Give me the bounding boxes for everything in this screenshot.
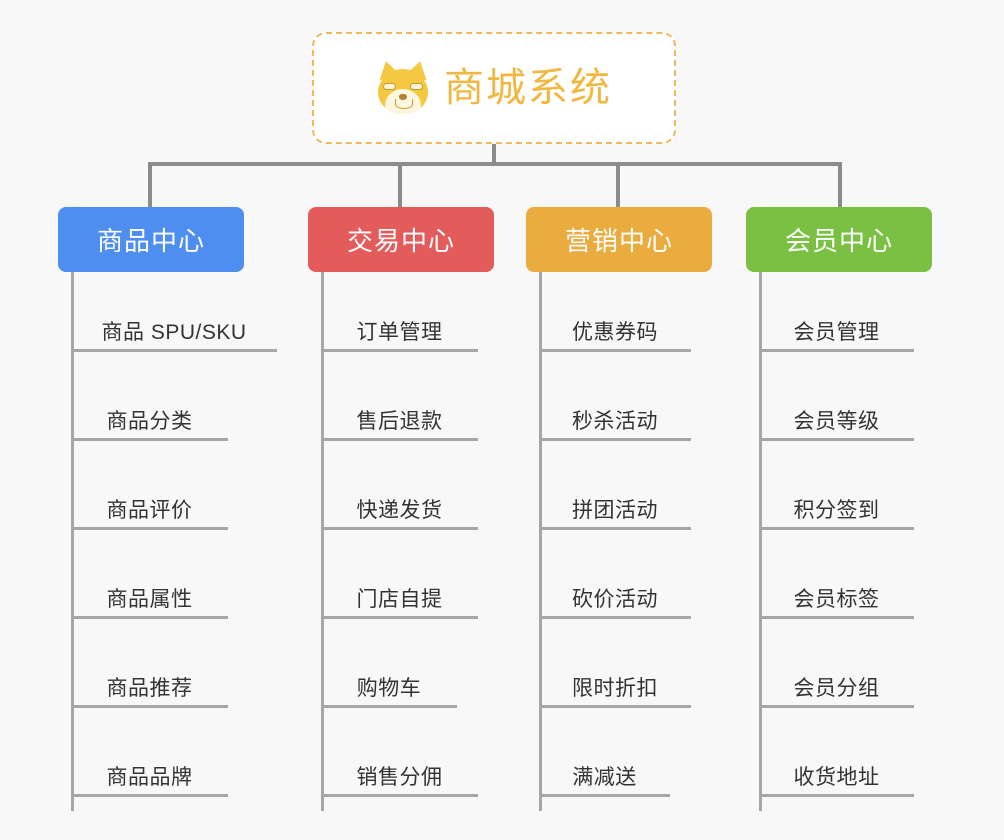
leaf-label: 商品推荐 <box>106 677 193 700</box>
branch-header-交易中心[interactable]: 交易中心 <box>308 207 494 272</box>
branch-header-会员中心[interactable]: 会员中心 <box>746 207 932 272</box>
leaf-label: 拼团活动 <box>572 499 658 522</box>
leaf-label: 积分签到 <box>793 499 880 522</box>
connector-root-stem <box>492 144 496 166</box>
branch-title: 会员中心 <box>784 226 893 256</box>
connector-drop-branch-2 <box>398 162 402 207</box>
leaf-label: 收货地址 <box>793 766 880 789</box>
leaf-underline <box>759 705 914 708</box>
shiba-dog-face-icon <box>375 58 431 115</box>
leaf-underline <box>71 794 228 797</box>
leaf-label: 售后退款 <box>356 410 443 433</box>
leaf-underline <box>321 527 478 530</box>
leaf-label: 满减送 <box>572 766 637 789</box>
leaf-underline <box>71 527 228 530</box>
leaf-underline <box>759 616 914 619</box>
branch-header-商品中心[interactable]: 商品中心 <box>58 207 244 272</box>
leaf-underline <box>321 349 478 352</box>
leaf-label: 快递发货 <box>356 499 443 522</box>
leaf-rail-branch-4 <box>759 272 762 811</box>
leaf-underline <box>759 438 914 441</box>
leaf-underline <box>759 349 914 352</box>
leaf-underline <box>539 616 691 619</box>
leaf-label: 会员管理 <box>793 321 880 344</box>
connector-drop-branch-4 <box>838 162 842 207</box>
branch-title: 商品中心 <box>96 226 205 256</box>
connector-drop-branch-1 <box>148 162 152 207</box>
branch-title: 营销中心 <box>564 226 673 256</box>
leaf-label: 商品品牌 <box>106 766 193 789</box>
leaf-label: 销售分佣 <box>356 766 443 789</box>
leaf-underline <box>539 349 691 352</box>
leaf-underline <box>71 705 228 708</box>
leaf-underline <box>321 616 478 619</box>
leaf-underline <box>759 527 914 530</box>
leaf-underline <box>539 527 691 530</box>
leaf-underline <box>321 705 457 708</box>
leaf-label: 秒杀活动 <box>572 410 658 433</box>
leaf-underline <box>539 794 670 797</box>
leaf-label: 优惠券码 <box>572 321 658 344</box>
leaf-rail-branch-2 <box>321 272 324 811</box>
leaf-underline <box>71 438 228 441</box>
leaf-label: 商品属性 <box>106 588 193 611</box>
leaf-label: 商品分类 <box>106 410 193 433</box>
leaf-label: 会员等级 <box>793 410 880 433</box>
connector-horizontal-bus <box>148 162 842 166</box>
leaf-rail-branch-1 <box>71 272 74 811</box>
leaf-underline <box>71 349 277 352</box>
leaf-underline <box>71 616 228 619</box>
leaf-label: 购物车 <box>356 677 422 700</box>
leaf-label: 会员标签 <box>793 588 880 611</box>
connector-drop-branch-3 <box>616 162 620 207</box>
leaf-underline <box>539 438 691 441</box>
leaf-underline <box>539 705 691 708</box>
leaf-underline <box>321 794 478 797</box>
leaf-label: 商品 SPU/SKU <box>101 321 247 344</box>
leaf-label: 限时折扣 <box>572 677 658 700</box>
leaf-label: 门店自提 <box>356 588 443 611</box>
branch-header-营销中心[interactable]: 营销中心 <box>526 207 712 272</box>
leaf-label: 订单管理 <box>356 321 443 344</box>
leaf-label: 砍价活动 <box>572 588 658 611</box>
root-title: 商城系统 <box>444 66 612 110</box>
leaf-rail-branch-3 <box>539 272 542 811</box>
root-node-商城系统[interactable]: 商城系统 <box>312 32 676 144</box>
leaf-underline <box>759 794 914 797</box>
branch-title: 交易中心 <box>346 226 455 256</box>
leaf-label: 会员分组 <box>793 677 880 700</box>
leaf-underline <box>321 438 478 441</box>
leaf-label: 商品评价 <box>106 499 193 522</box>
